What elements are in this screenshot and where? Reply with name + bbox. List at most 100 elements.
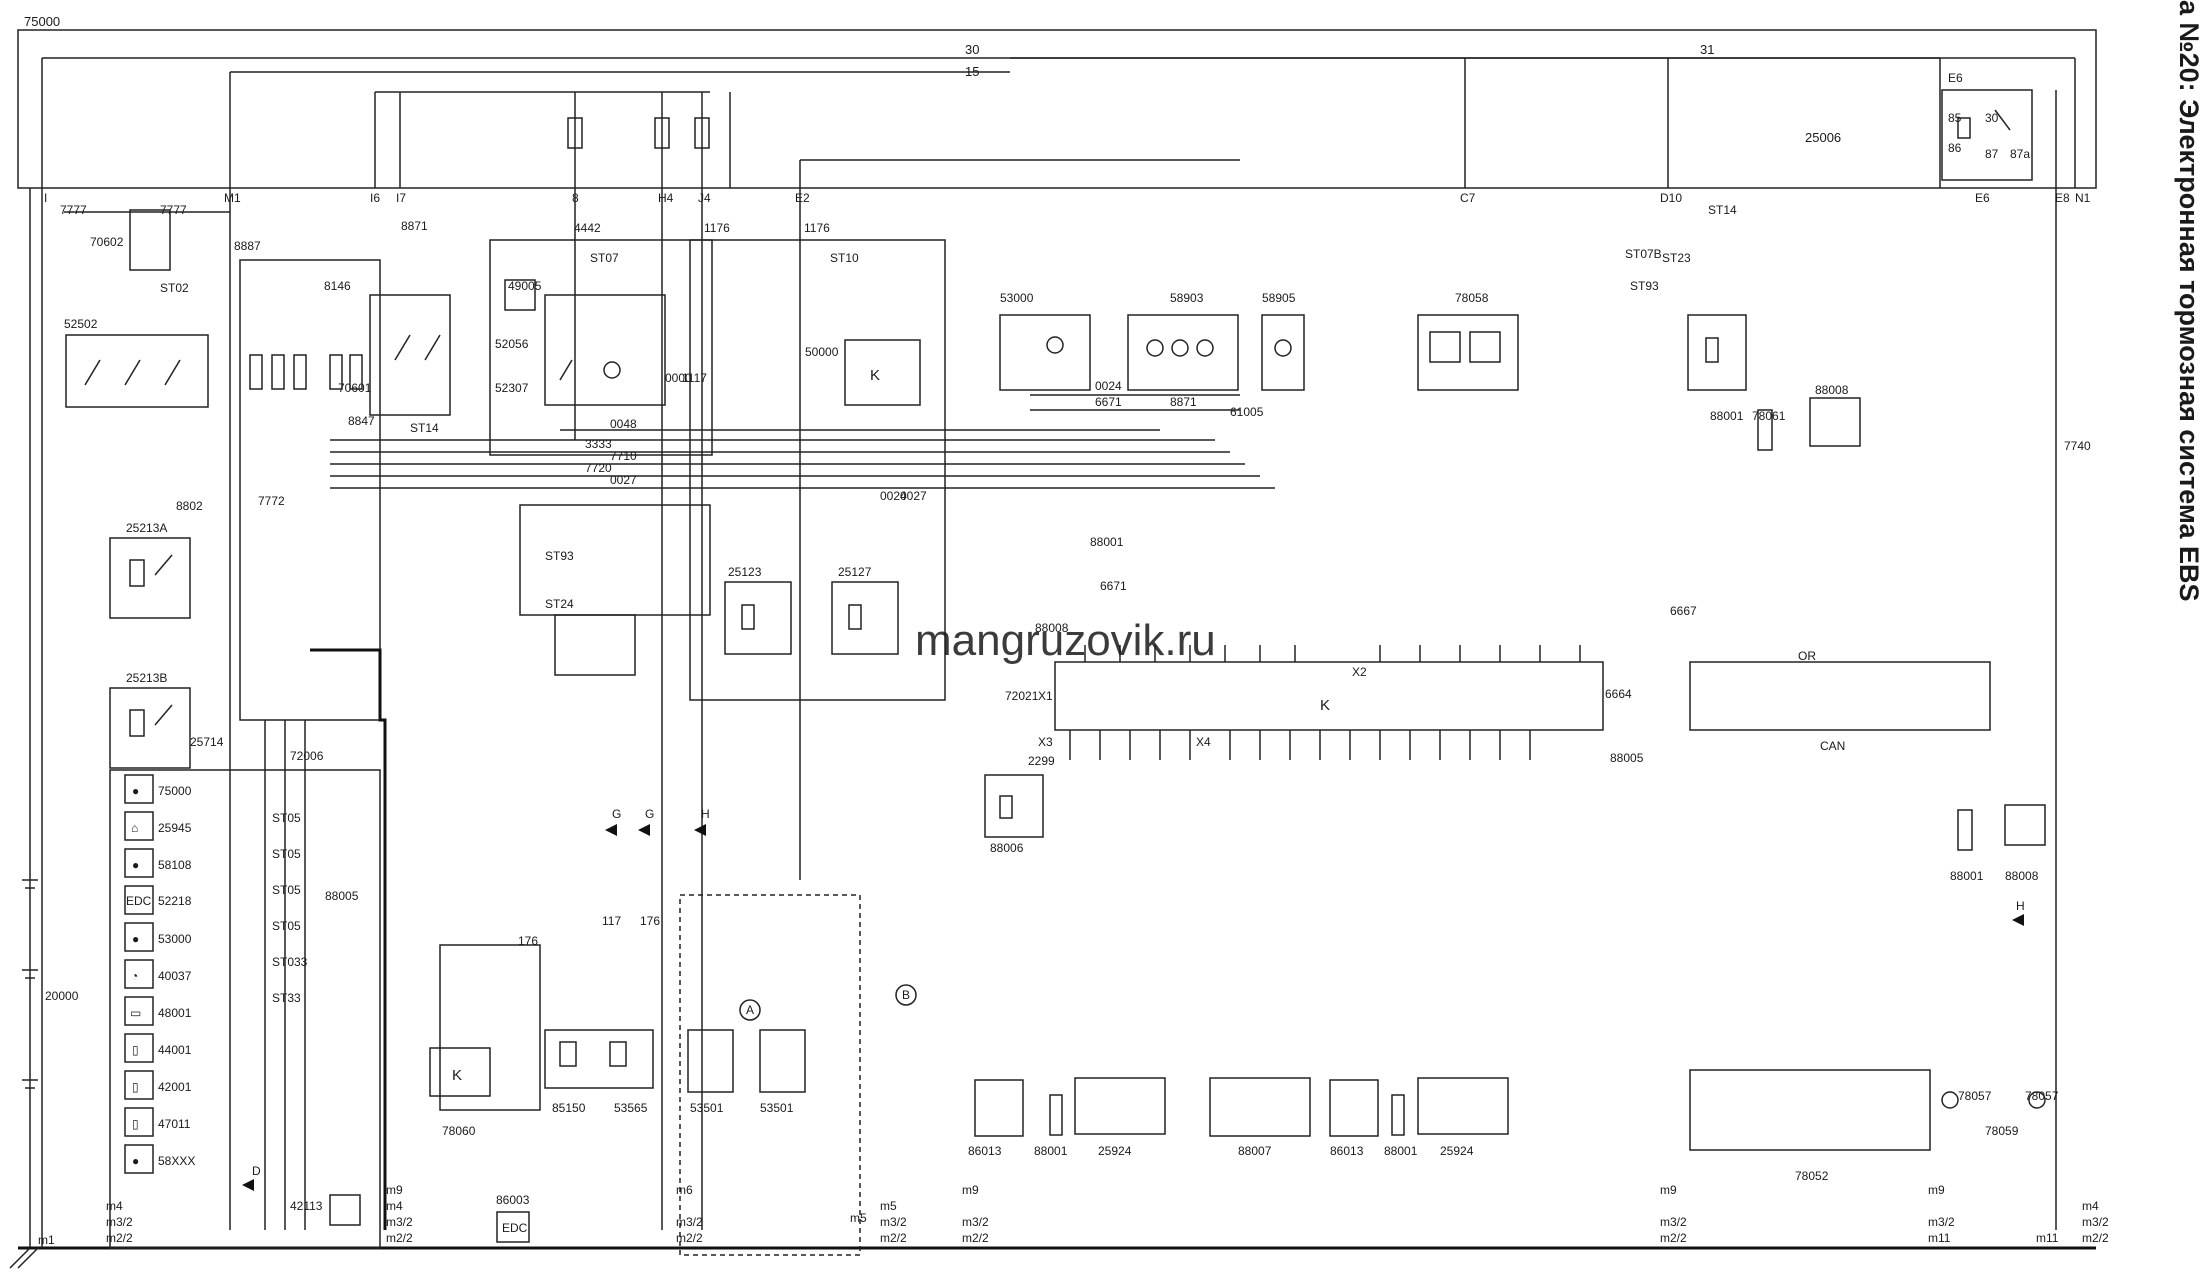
cluster-icon: ▭	[130, 1006, 141, 1020]
wire-number: 8871	[1170, 395, 1197, 409]
component-label: 78057	[2025, 1089, 2059, 1103]
component-label: CAN	[1820, 739, 1845, 753]
ground-label: m9	[386, 1183, 403, 1197]
component-label: 53501	[690, 1101, 724, 1115]
wire-number: 7740	[2064, 439, 2091, 453]
indicator-legend: ● 75000 ⌂ 25945 ● 58108 EDC 52218 ● 5300…	[109, 769, 381, 1249]
connector-label: I	[44, 191, 47, 205]
connector-label: I7	[396, 191, 406, 205]
connector-label: H4	[658, 191, 674, 205]
ground-label: m9	[962, 1183, 979, 1197]
legend-code: 47011	[158, 1117, 191, 1131]
edc-icon: EDC	[502, 1221, 528, 1235]
component-label: 52307	[495, 381, 529, 395]
ground-label: m11	[2036, 1231, 2059, 1245]
wire-number: 7777	[160, 203, 187, 217]
watermark: mangruzovik.ru	[915, 616, 1216, 665]
connector-marker: X1	[1038, 689, 1053, 703]
ground-label: m2/2	[1660, 1231, 1687, 1245]
wire-number: 4442	[574, 221, 601, 235]
component-label: 86013	[968, 1144, 1002, 1158]
wire-number: 0024	[880, 489, 907, 503]
ground-label: m4	[106, 1199, 123, 1213]
component-label: 88001	[1710, 409, 1744, 423]
ground-label: m3/2	[676, 1215, 703, 1229]
component-label: 88001	[1090, 535, 1124, 549]
component-label: ST02	[160, 281, 189, 295]
legend-code: 58108	[158, 858, 192, 872]
relay-pin: 86	[1948, 141, 1962, 155]
wire-number: 0027	[900, 489, 927, 503]
splice-label: ST05	[272, 847, 301, 861]
component-label: 49005	[508, 279, 542, 293]
connector-label: C7	[1460, 191, 1476, 205]
component-label: 61005	[1230, 405, 1264, 419]
lamp-icon: ●	[132, 858, 139, 872]
component-label: 88001	[1034, 1144, 1068, 1158]
component-label: 78059	[1985, 1124, 2019, 1138]
component-label: 78058	[1455, 291, 1489, 305]
splice-label: ST93	[545, 549, 574, 563]
wire-number: 8146	[324, 279, 351, 293]
component-label: 72021	[1005, 689, 1039, 703]
lamp-icon: ●	[132, 784, 139, 798]
connector-label: E8	[2055, 191, 2070, 205]
ecu-88005: K 72021 X1 X2 X3 X4 88008 88001 6671 666…	[1005, 535, 1632, 760]
wire-number: 8847	[348, 414, 375, 428]
legend-code: 75000	[158, 784, 192, 798]
wire-number: 7772	[258, 494, 285, 508]
connector-marker: X3	[1038, 735, 1053, 749]
module-88006: CAN OR 88008 88001 6667 88008 88001 7740	[1670, 188, 2091, 1230]
relay-e6-id: E6	[1948, 71, 1963, 85]
left-block: 70602 ST02 52502 25213A 25213B 25714	[64, 209, 230, 769]
ground-label: m5	[850, 1211, 867, 1225]
splice-label: ST07B	[1625, 247, 1662, 261]
ground-label: m2/2	[676, 1231, 703, 1245]
component-label: 25127	[838, 565, 872, 579]
ground-label: m9	[1928, 1183, 1945, 1197]
ground-label: m5	[880, 1199, 897, 1213]
wire-number: 176	[640, 914, 660, 928]
legend-item: ▯ 44001	[124, 1033, 192, 1063]
wire-number: 0048	[610, 417, 637, 431]
ecu-50000: K 50000 ST10 25123 25127 0024 0027	[689, 239, 946, 701]
component-label: 50000	[805, 345, 839, 359]
splice-label: ST05	[272, 811, 301, 825]
left-supply: 20000 m1	[9, 188, 2096, 1269]
marker-g: G	[612, 807, 621, 821]
legend-item: ▭ 48001	[124, 996, 192, 1026]
wire-number: 8802	[176, 499, 203, 513]
component-label: 78052	[1795, 1169, 1829, 1183]
wire-number: 117	[602, 914, 621, 928]
component-label: 78060	[442, 1124, 476, 1138]
frame-label: 75000	[24, 14, 60, 29]
legend-code: 58XXX	[158, 1154, 195, 1168]
component-label: 85150	[552, 1101, 586, 1115]
ground-label: m11	[1928, 1231, 1951, 1245]
connector-label: D10	[1660, 191, 1682, 205]
relay-e6: E6 25006 85 86 30 87 87a	[1805, 71, 2033, 181]
lower-modules: K 78060 176 85150 53565 117 176 53501 53…	[429, 894, 917, 1256]
wire-number: 0024	[1095, 379, 1122, 393]
legend-item: ▯ 42001	[124, 1070, 192, 1100]
wire-number: 1176	[704, 221, 730, 235]
legend-item: EDC 52218	[124, 885, 192, 915]
relay-e6-sub-id: 25006	[1805, 130, 1841, 145]
legend-item: ⌂ 25945	[124, 811, 192, 841]
legend-item: ● 58XXX	[124, 1144, 195, 1174]
component-label: 78061	[1752, 409, 1786, 423]
connector-label: J4	[698, 191, 711, 205]
wire-number: 2299	[1028, 754, 1055, 768]
legend-code: 48001	[158, 1006, 192, 1020]
ground-label: m3/2	[1928, 1215, 1955, 1229]
wire-number: 3333	[585, 437, 612, 451]
switch-block-8146: 8146 ST14	[324, 279, 451, 435]
legend-code: 53000	[158, 932, 192, 946]
ground-label: m1	[38, 1233, 55, 1247]
marker-h: H	[2016, 899, 2025, 913]
component-label: 52056	[495, 337, 529, 351]
legend-code: 25945	[158, 821, 192, 835]
ground-label: m3/2	[2082, 1215, 2109, 1229]
ground-labels: m4 m3/2 m2/2 m9 m4 m3/2 m2/2 m6 m3/2 m2/…	[106, 1183, 2109, 1245]
